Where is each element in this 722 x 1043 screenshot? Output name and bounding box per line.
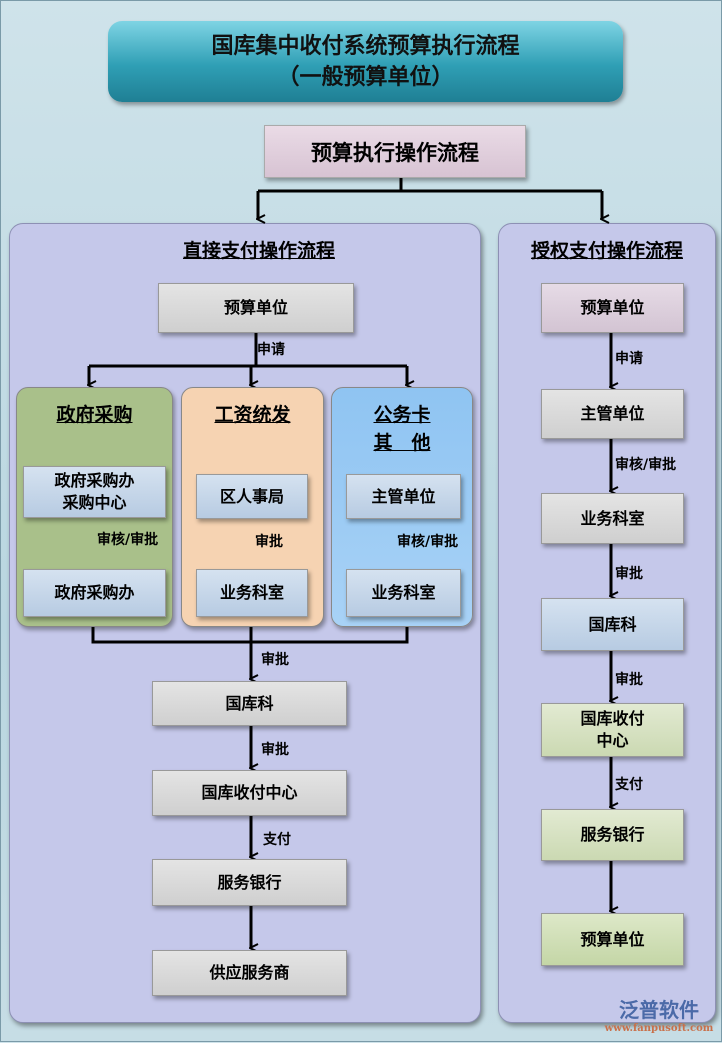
group-bottom-node: 业务科室 — [346, 569, 461, 617]
logo-name: 泛普软件 — [619, 998, 699, 1022]
group-top-node: 区人事局 — [196, 474, 308, 519]
logo: 泛普软件 www.fanpusoft.com — [595, 994, 722, 1034]
edge-label: 审批 — [261, 652, 289, 668]
edge-label: 审批 — [615, 672, 643, 688]
logo-url: www.fanpusoft.com — [604, 1023, 714, 1034]
group-bottom-node: 政府采购办 — [23, 569, 166, 617]
group-bottom-node: 业务科室 — [196, 569, 308, 617]
chain-node: 服务银行 — [152, 859, 347, 906]
auth-node: 国库科 — [541, 598, 684, 651]
title-line-1: 国库集中收付系统预算执行流程 — [211, 33, 520, 59]
title-line-2: （一般预算单位） — [277, 64, 454, 90]
auth-node: 主管单位 — [541, 389, 684, 439]
edge-label: 审批 — [261, 742, 289, 758]
edge-label: 审批 — [615, 566, 643, 582]
edge-label: 支付 — [263, 832, 291, 848]
group-title-line: 公务卡 — [373, 404, 431, 426]
auth-node: 国库收付 中心 — [541, 703, 684, 757]
auth-node: 预算单位 — [541, 913, 684, 966]
auth-node: 预算单位 — [541, 283, 684, 333]
edge-label: 申请 — [615, 351, 643, 367]
chain-node: 供应服务商 — [152, 950, 347, 996]
edge-label: 审核/审批 — [97, 532, 159, 548]
edge-label: 支付 — [615, 777, 643, 793]
chain-node: 国库收付中心 — [152, 770, 347, 816]
edge-label: 审核/审批 — [397, 534, 459, 550]
authorized-panel-title: 授权支付操作流程 — [530, 240, 683, 262]
group-title-line: 其 他 — [373, 432, 431, 454]
group-title: 政府采购 — [56, 404, 133, 426]
auth-node: 业务科室 — [541, 493, 684, 544]
auth-node: 服务银行 — [541, 809, 684, 861]
direct-start-node: 预算单位 — [158, 283, 354, 333]
group-top-node: 主管单位 — [346, 474, 461, 519]
diagram-title: 国库集中收付系统预算执行流程 （一般预算单位） — [108, 21, 623, 102]
group-top-node: 政府采购办 采购中心 — [23, 466, 166, 518]
edge-label: 审核/审批 — [615, 457, 677, 473]
chain-node: 国库科 — [152, 681, 347, 726]
edge-label: 审批 — [255, 534, 283, 550]
group-title: 工资统发 — [214, 404, 291, 426]
root-node: 预算执行操作流程 — [264, 125, 526, 178]
group-title: 公务卡其 他 — [331, 401, 473, 457]
edge-label: 申请 — [257, 342, 285, 358]
direct-panel-title: 直接支付操作流程 — [182, 240, 335, 262]
